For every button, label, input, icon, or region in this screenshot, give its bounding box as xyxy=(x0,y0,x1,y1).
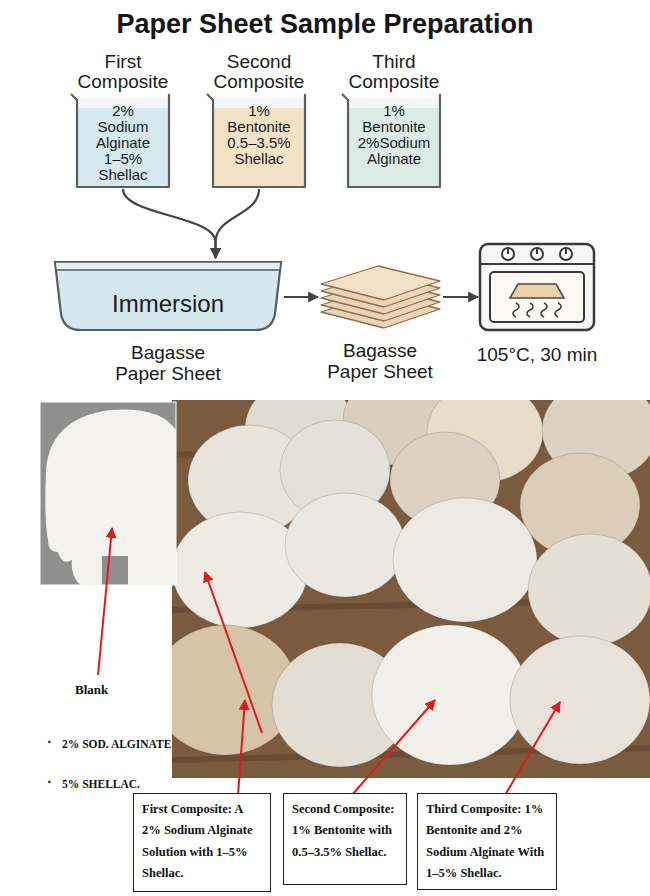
oven-outline xyxy=(478,234,596,334)
beaker-node: 1% Bentonite 0.5–3.5% Shellac Second Comp… xyxy=(203,52,315,189)
oven-knob xyxy=(502,248,514,260)
oven-body xyxy=(480,244,594,330)
composite-heading: Third Composite xyxy=(338,52,450,92)
callout-label: 2% SOD. ALGINATE xyxy=(62,738,171,750)
paper-sheet xyxy=(510,636,650,764)
composite-heading: Second Composite xyxy=(203,52,315,92)
beaker-glass xyxy=(77,98,169,187)
heat-wave xyxy=(513,303,519,317)
stack-outline xyxy=(318,262,443,332)
step-caption: Bagasse Paper Sheet xyxy=(319,340,441,382)
tray-rim xyxy=(55,262,281,270)
shape-frame: 1% Bentonite 2%Sodium Alginate xyxy=(338,92,450,189)
beaker-node: 1% Bentonite 2%Sodium Alginate Third Comp… xyxy=(338,52,450,189)
step-label: Immersion xyxy=(52,291,284,317)
knob-indicator xyxy=(565,247,567,254)
beaker-outline xyxy=(207,94,305,187)
beaker-outline xyxy=(71,94,169,187)
oven-knob xyxy=(531,248,543,260)
beaker-glass xyxy=(348,98,440,187)
diagram-title: Paper Sheet Sample Preparation xyxy=(0,8,650,40)
heat-wave xyxy=(541,303,547,317)
beaker-contents: 2% Sodium Alginate 1–5% Shellac xyxy=(86,103,160,183)
oven-window xyxy=(490,272,584,322)
knob-indicator xyxy=(507,247,509,254)
beaker-node: 2% Sodium Alginate 1–5% Shellac First Com… xyxy=(67,52,179,189)
oven-panel-line xyxy=(480,263,594,265)
bullet-mark: · xyxy=(47,735,52,751)
shape-frame: 2% Sodium Alginate 1–5% Shellac xyxy=(67,92,179,189)
blank-inset xyxy=(40,402,176,585)
leader-line xyxy=(205,572,262,733)
heat-wave xyxy=(527,303,533,317)
oven-knob xyxy=(560,248,572,260)
flow-arrow xyxy=(284,296,318,298)
step-caption: Bagasse Paper Sheet xyxy=(107,342,229,384)
heat-wave xyxy=(555,303,561,317)
flow-arrow xyxy=(123,189,216,258)
beaker-outline xyxy=(342,94,440,187)
flow-arrow xyxy=(216,189,259,258)
paper-sheet xyxy=(285,493,405,597)
paper-stack: Bagasse Paper Sheet xyxy=(318,262,443,386)
callout-text: Second Composite: 1% Bentonite with 0.5–… xyxy=(292,799,398,863)
callout-text: First Composite: A 2% Sodium Alginate So… xyxy=(142,799,262,884)
beaker-glass xyxy=(213,98,305,187)
oven-sample xyxy=(510,284,564,298)
callout-box: Third Composite: 1% Bentonite and 2% Sod… xyxy=(417,793,557,890)
paper-sheet-shape xyxy=(321,266,440,300)
flow-arrow xyxy=(443,296,478,298)
step-caption: 105°C, 30 min xyxy=(467,344,607,365)
shape-frame xyxy=(318,262,443,332)
leader-arrows xyxy=(98,528,560,795)
leader-line xyxy=(238,700,245,795)
inset-background xyxy=(40,402,176,585)
knob-indicator xyxy=(536,247,538,254)
callout-box: First Composite: A 2% Sodium Alginate So… xyxy=(133,793,271,892)
callout-text: Third Composite: 1% Bentonite and 2% Sod… xyxy=(426,799,548,884)
callout-label: Blank xyxy=(75,682,108,698)
paper-sheet xyxy=(528,534,650,646)
shape-frame xyxy=(478,234,596,334)
leader-line xyxy=(352,700,435,795)
composite-heading: First Composite xyxy=(67,52,179,92)
shape-frame: 1% Bentonite 0.5–3.5% Shellac xyxy=(203,92,315,189)
paper-sheet xyxy=(393,498,537,622)
beaker-contents: 1% Bentonite 0.5–3.5% Shellac xyxy=(222,103,296,167)
leader-line xyxy=(505,702,560,795)
leader-line xyxy=(98,528,112,675)
callout-box: Second Composite: 1% Bentonite with 0.5–… xyxy=(283,793,407,885)
bullet-mark: · xyxy=(47,775,52,791)
shape-frame: Immersion xyxy=(52,258,284,334)
blank-sheet xyxy=(45,409,176,585)
callout-label: 5% SHELLAC. xyxy=(62,778,140,790)
oven-node: 105°C, 30 min xyxy=(467,234,607,368)
immersion-tray: ImmersionBagasse Paper Sheet xyxy=(52,258,284,386)
beaker-contents: 1% Bentonite 2%Sodium Alginate xyxy=(357,103,431,167)
